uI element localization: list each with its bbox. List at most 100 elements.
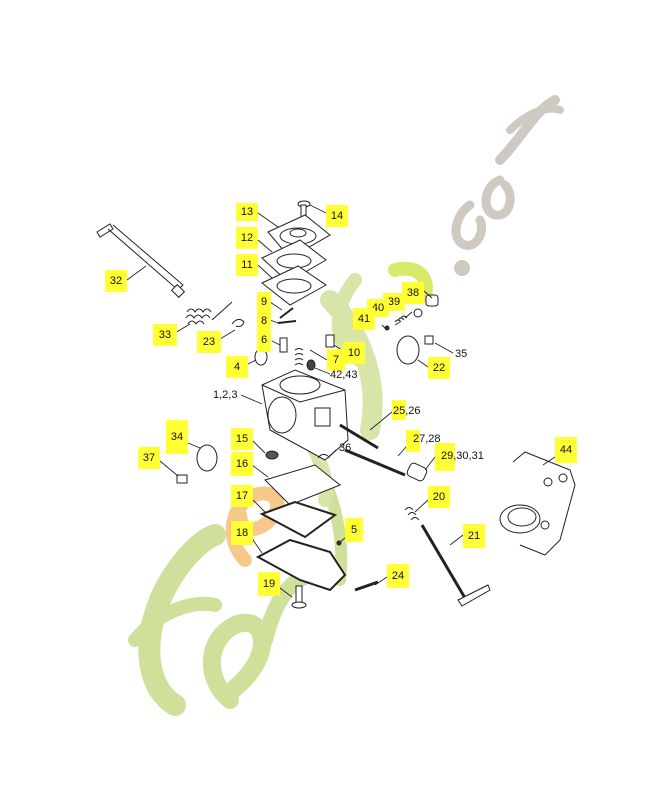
callout-label: 10	[347, 346, 361, 359]
part-clip-36	[317, 453, 329, 459]
callout-25-26-highlight	[392, 400, 406, 420]
part-needle-6	[279, 337, 288, 353]
callout-10[interactable]: 10	[343, 342, 365, 364]
callout-41[interactable]: 41	[353, 308, 375, 330]
callout-7[interactable]: 7	[327, 349, 345, 371]
callout-20[interactable]: 20	[428, 486, 450, 508]
callout-label: 6	[261, 334, 268, 346]
part-nozzle-38	[425, 294, 439, 307]
callout-38[interactable]: 38	[402, 282, 424, 304]
part-gasket-11	[261, 265, 327, 306]
callout-label: 25,26	[393, 405, 421, 417]
callout-42-43[interactable]: 42,43	[330, 370, 358, 381]
callout-5[interactable]: 5	[345, 518, 363, 542]
part-plug-42-43	[306, 359, 316, 371]
callout-label: 24	[391, 569, 405, 582]
callout-35[interactable]: 35	[455, 349, 467, 360]
callout-29-30-31-highlight	[435, 443, 455, 471]
callout-27-28[interactable]: 27,28	[413, 434, 441, 445]
callout-15[interactable]: 15	[231, 428, 253, 450]
callout-label: 15	[235, 432, 249, 445]
callout-25-26[interactable]: 25,26	[393, 406, 421, 417]
callout-label: 33	[158, 328, 172, 341]
part-spring-7	[294, 348, 304, 366]
callout-22[interactable]: 22	[428, 357, 450, 379]
part-plate-22	[396, 335, 420, 365]
callout-label: 11	[241, 258, 253, 271]
part-diaphragm-12	[261, 239, 327, 283]
callout-27-28-highlight	[406, 430, 420, 452]
callout-9-8-6-column	[257, 292, 271, 352]
part-screw-35	[424, 335, 434, 345]
part-spring-20	[404, 507, 420, 521]
callout-18[interactable]: 18	[231, 521, 253, 545]
callout-label: 7	[332, 353, 340, 366]
part-bracket-44	[499, 451, 576, 556]
callout-label: 38	[406, 286, 420, 299]
callout-36[interactable]: 36	[339, 443, 351, 454]
callout-label: 14	[330, 209, 344, 222]
part-shaft-32	[96, 223, 186, 299]
callout-32[interactable]: 32	[105, 270, 127, 292]
part-cover-18	[255, 538, 347, 592]
callout-label: 42,43	[330, 369, 358, 381]
part-disc-34	[196, 444, 218, 472]
callout-label: 29,30,31	[441, 450, 484, 462]
callout-1-2-3[interactable]: 1,2,3	[213, 390, 237, 401]
callout-label: 34	[170, 430, 184, 443]
callout-label: 35	[455, 348, 468, 360]
callout-label: 12	[240, 231, 254, 244]
callout-37[interactable]: 37	[138, 447, 160, 469]
callout-label: 22	[432, 361, 446, 374]
callout-29-30-31[interactable]: 29,30,31	[441, 451, 484, 462]
callout-label: 13	[240, 205, 254, 218]
part-spring-33	[185, 301, 233, 325]
callout-4[interactable]: 4	[226, 356, 248, 378]
leader-lines	[126, 204, 556, 598]
part-carburetor-body	[261, 369, 349, 461]
callout-label: 4	[233, 360, 241, 373]
callout-label: 8	[261, 315, 268, 327]
callout-label: 5	[350, 523, 358, 536]
callout-label: 9	[261, 296, 268, 308]
part-screen-15	[265, 450, 279, 460]
callout-17[interactable]: 17	[231, 485, 253, 507]
callout-9[interactable]: 9	[261, 297, 267, 308]
callout-6[interactable]: 6	[261, 335, 267, 346]
callout-label: 18	[235, 526, 249, 539]
part-screw-24	[354, 580, 379, 592]
callout-label: 27,28	[413, 433, 441, 445]
callout-21[interactable]: 21	[463, 524, 485, 548]
callout-label: 40	[371, 301, 385, 314]
callout-label: 17	[235, 489, 249, 502]
callout-14[interactable]: 14	[326, 205, 348, 227]
callout-44[interactable]: 44	[555, 437, 577, 463]
callout-33[interactable]: 33	[153, 324, 177, 346]
callout-13[interactable]: 13	[236, 203, 258, 221]
callout-19[interactable]: 19	[258, 572, 280, 596]
part-screw-10	[325, 334, 335, 348]
part-screw-19	[295, 585, 303, 605]
callout-24[interactable]: 24	[387, 564, 409, 588]
callout-8[interactable]: 8	[261, 316, 267, 327]
part-needle-25-26	[339, 423, 379, 450]
callout-label: 41	[357, 312, 371, 325]
callout-23[interactable]: 23	[197, 331, 221, 353]
part-fitting-29-30-31	[406, 462, 428, 482]
callout-label: 21	[467, 529, 481, 542]
callout-label: 32	[109, 274, 123, 287]
part-gasket-16	[264, 464, 341, 506]
callout-34[interactable]: 34	[166, 420, 188, 454]
part-pin-8	[277, 320, 297, 324]
part-screw-37	[176, 474, 188, 484]
callout-16[interactable]: 16	[231, 452, 253, 476]
callout-label: 39	[387, 295, 401, 308]
part-oring-39	[413, 308, 423, 318]
callout-11[interactable]: 11	[236, 254, 258, 276]
callout-12[interactable]: 12	[236, 227, 258, 249]
callout-label: 37	[142, 451, 156, 464]
callout-label: 23	[202, 335, 216, 348]
callout-label: 36	[339, 442, 352, 454]
